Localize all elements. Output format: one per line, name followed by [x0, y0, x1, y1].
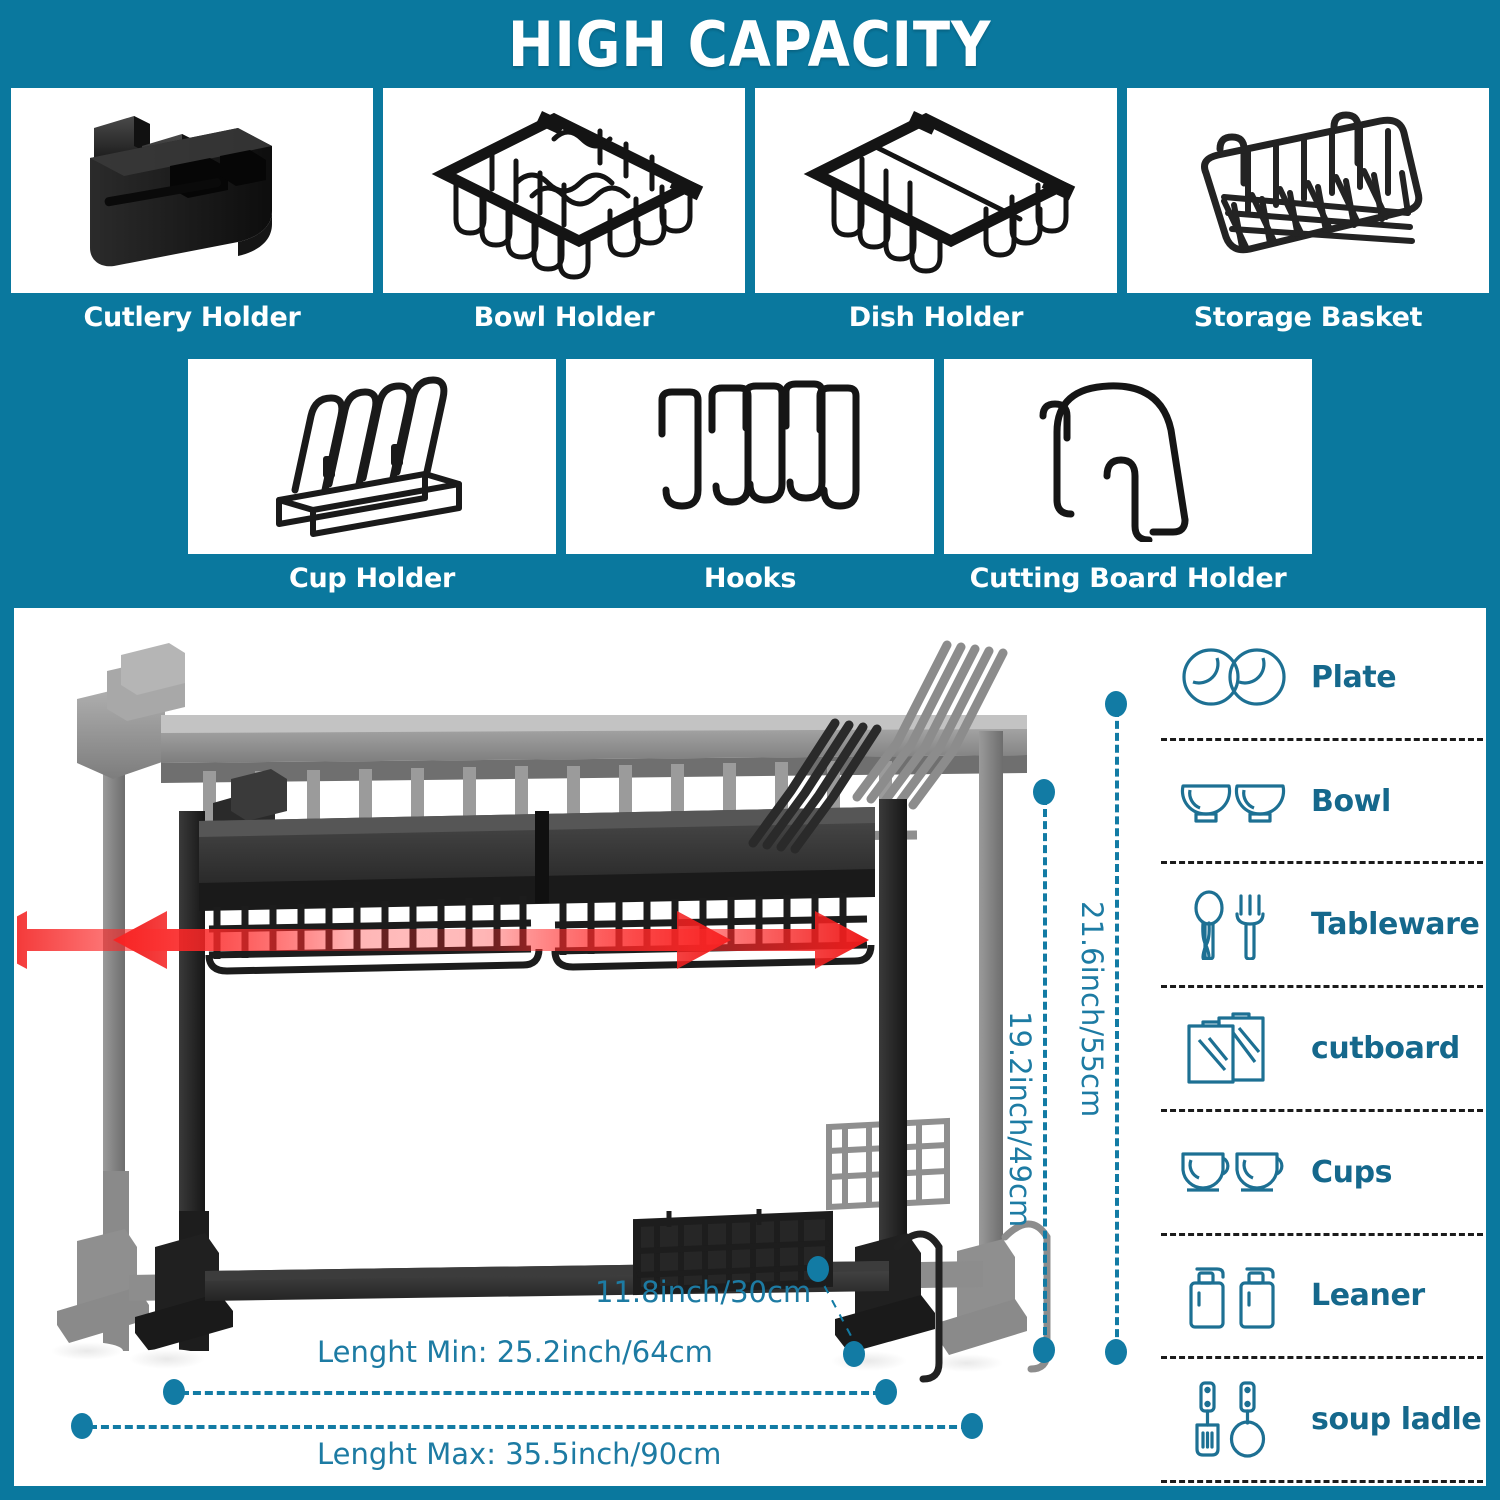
dim-dot-max-left — [71, 1413, 93, 1439]
bowl-holder-image — [431, 110, 704, 280]
cutting-board-holder-image — [1039, 381, 1189, 542]
accessory-row-1: Cutlery Holder — [0, 85, 1500, 333]
dim-dot-max-right — [961, 1413, 983, 1439]
header: HIGH CAPACITY — [0, 0, 1500, 88]
dim-dot-min-right — [875, 1379, 897, 1405]
accessory-cell-dish-holder[interactable]: Dish Holder — [752, 85, 1120, 333]
dim-dot-total-bottom — [1105, 1339, 1127, 1365]
product-illustration: 19.2inch/49cm 21.6inch/55cm 11.8inch/30c… — [0, 611, 1167, 1483]
dim-line-min — [181, 1391, 881, 1395]
accessory-cell-cutting-board-holder[interactable]: Cutting Board Holder — [941, 356, 1315, 594]
spec-label: Leaner — [1311, 1278, 1425, 1314]
accessory-card-dish-holder[interactable] — [752, 85, 1120, 296]
accessory-label: Hooks — [703, 563, 797, 594]
dim-line-inner — [1043, 797, 1047, 1347]
accessory-cell-storage-basket[interactable]: Storage Basket — [1124, 85, 1492, 333]
main-product-panel: 19.2inch/49cm 21.6inch/55cm 11.8inch/30c… — [0, 605, 1489, 1489]
accessory-cell-cutlery-holder[interactable]: Cutlery Holder — [8, 85, 376, 333]
dim-dot-total-top — [1105, 691, 1127, 717]
spec-row-bowl: Bowl — [1161, 741, 1483, 865]
dimension-length-max: Lenght Max: 35.5inch/90cm — [317, 1437, 722, 1471]
spatula-ladle-icon — [1175, 1381, 1295, 1459]
accessory-card-storage-basket[interactable] — [1124, 85, 1492, 296]
dimension-height-inner: 19.2inch/49cm — [1003, 1011, 1037, 1228]
dim-dot-inner-bottom — [1033, 1337, 1055, 1363]
dish-rack-diagram — [0, 640, 1051, 1383]
accessory-card-cutting-board-holder[interactable] — [941, 356, 1315, 557]
spec-row-soup-ladle: soup ladle — [1161, 1359, 1483, 1484]
dispenser-bottle-icon — [1175, 1261, 1295, 1331]
spec-label: soup ladle — [1311, 1402, 1482, 1438]
accessory-card-bowl-holder[interactable] — [380, 85, 748, 296]
spec-label: Plate — [1311, 659, 1397, 695]
spec-label: Bowl — [1311, 783, 1391, 819]
dim-dot-depth-top — [807, 1256, 829, 1282]
cup-holder-image — [276, 376, 462, 537]
spec-row-cutboard: cutboard — [1161, 988, 1483, 1112]
plate-icon — [1175, 646, 1295, 708]
spec-row-leaner: Leaner — [1161, 1236, 1483, 1360]
expand-arrows-right — [357, 911, 869, 969]
spec-label: Cups — [1311, 1154, 1393, 1190]
accessory-cell-hooks[interactable]: Hooks — [563, 356, 937, 594]
accessory-card-cutlery-holder[interactable] — [8, 85, 376, 296]
accessory-label: Cup Holder — [288, 563, 456, 594]
expand-arrows-left — [0, 911, 487, 969]
spec-row-plate: Plate — [1161, 617, 1483, 741]
capacity-list: Plate Bowl — [1161, 611, 1483, 1484]
spec-label: Tableware — [1311, 907, 1480, 943]
accessory-cell-bowl-holder[interactable]: Bowl Holder — [380, 85, 748, 333]
bowl-icon — [1175, 774, 1295, 828]
dim-dot-inner-top — [1033, 779, 1055, 805]
spec-label: cutboard — [1311, 1031, 1460, 1067]
accessory-label: Storage Basket — [1193, 302, 1423, 333]
accessory-cell-cup-holder[interactable]: Cup Holder — [185, 356, 559, 594]
cup-icon — [1175, 1144, 1295, 1200]
accessory-card-hooks[interactable] — [563, 356, 937, 557]
accessory-label: Cutlery Holder — [83, 302, 301, 333]
cutlery-holder-image — [90, 115, 272, 266]
spoon-fork-icon — [1175, 890, 1295, 960]
dim-dot-depth-bottom — [843, 1341, 865, 1367]
accessory-label: Dish Holder — [848, 302, 1024, 333]
page-title: HIGH CAPACITY — [508, 7, 992, 81]
dimension-height-total: 21.6inch/55cm — [1075, 901, 1109, 1118]
dim-line-max — [89, 1425, 969, 1429]
cutting-board-icon — [1175, 1011, 1295, 1086]
storage-basket-image — [1201, 111, 1423, 253]
dim-dot-min-left — [163, 1379, 185, 1405]
accessory-card-cup-holder[interactable] — [185, 356, 559, 557]
accessory-row-2: Cup Holder Hooks — [0, 356, 1500, 594]
spec-row-cups: Cups — [1161, 1112, 1483, 1236]
hooks-image — [658, 380, 860, 509]
spec-row-tableware: Tableware — [1161, 864, 1483, 989]
dimension-length-min: Lenght Min: 25.2inch/64cm — [317, 1335, 713, 1369]
accessory-label: Cutting Board Holder — [969, 563, 1287, 594]
dimension-depth: 11.8inch/30cm — [595, 1275, 812, 1309]
accessory-label: Bowl Holder — [473, 302, 655, 333]
dim-line-total — [1115, 709, 1119, 1349]
dish-holder-image — [803, 110, 1076, 274]
